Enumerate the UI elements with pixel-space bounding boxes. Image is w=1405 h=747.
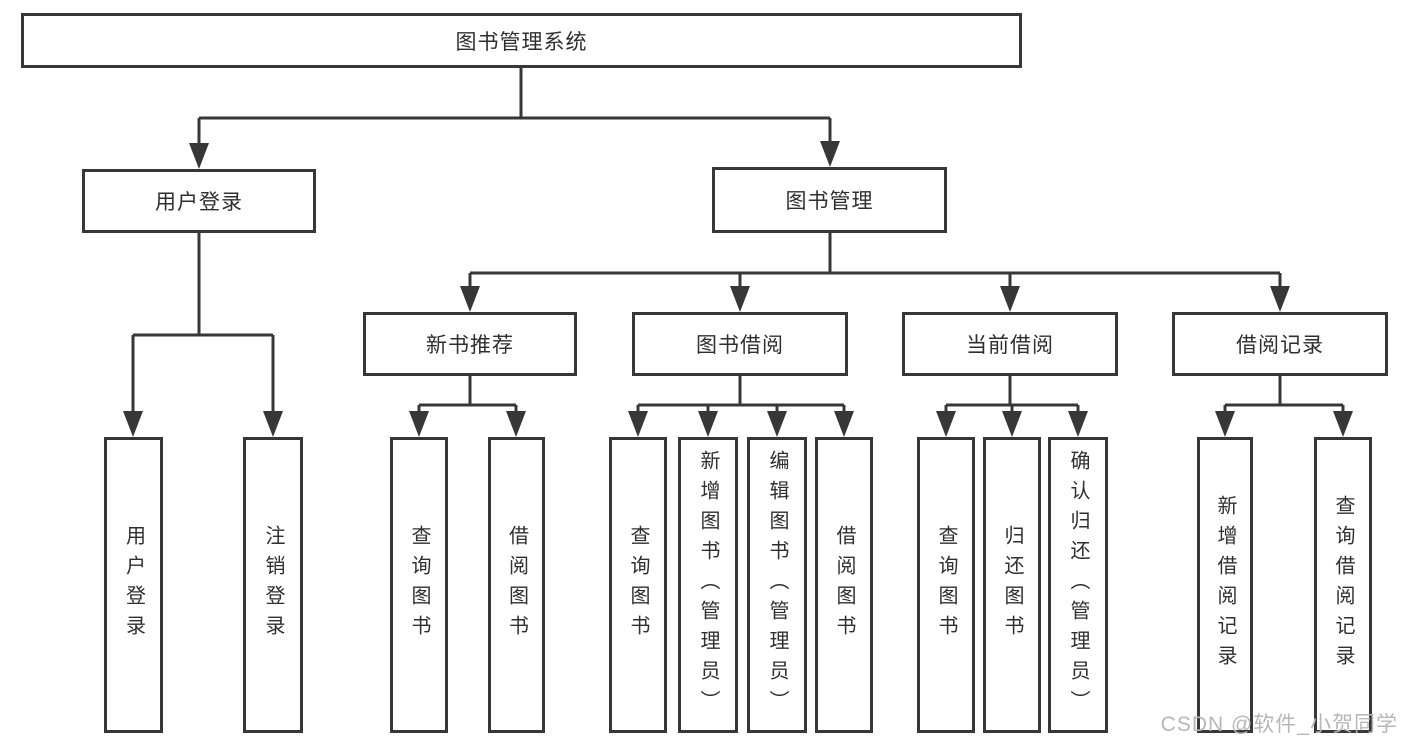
leaf-query-books-rec: 查询图书 <box>390 437 448 733</box>
arrow-down-icon <box>820 141 840 167</box>
node-label: 用户登录 <box>155 191 243 214</box>
leaf-borrow-books-rec: 借阅图书 <box>488 437 545 733</box>
leaf-label: 新增图书（管理员） <box>697 450 719 720</box>
leaf-add-borrow-record: 新增借阅记录 <box>1197 437 1253 733</box>
node-borrowing-records: 借阅记录 <box>1172 312 1388 376</box>
leaf-label: 新增借阅记录 <box>1214 495 1236 675</box>
connector-root-to-level2 <box>189 68 840 169</box>
leaf-label: 借阅图书 <box>833 525 855 645</box>
leaf-label: 借阅图书 <box>505 525 528 645</box>
arrow-down-icon <box>1215 411 1235 437</box>
node-label: 当前借阅 <box>966 334 1054 357</box>
arrow-down-icon <box>1000 286 1020 312</box>
arrow-down-icon <box>263 411 283 437</box>
connector-book-borrowing-to-leaves <box>628 376 854 437</box>
node-label: 图书借阅 <box>696 334 784 357</box>
arrow-down-icon <box>698 411 718 437</box>
arrow-down-icon <box>1270 286 1290 312</box>
leaf-label: 归还图书 <box>1001 525 1023 645</box>
connector-book-management-to-modules <box>460 233 1290 312</box>
leaf-borrow-books: 借阅图书 <box>815 437 873 733</box>
leaf-confirm-return-admin: 确认归还（管理员） <box>1048 437 1108 733</box>
arrow-down-icon <box>730 286 750 312</box>
leaf-edit-books-admin: 编辑图书（管理员） <box>747 437 807 733</box>
leaf-label: 注销登录 <box>262 525 284 645</box>
arrow-down-icon <box>123 411 143 437</box>
leaf-user-login: 用户登录 <box>104 437 163 733</box>
arrow-down-icon <box>767 411 787 437</box>
connector-borrowing-records-to-leaves <box>1215 376 1353 437</box>
arrow-down-icon <box>1333 411 1353 437</box>
leaf-query-books-borrow: 查询图书 <box>609 437 667 733</box>
arrow-down-icon <box>1002 411 1022 437</box>
arrow-down-icon <box>834 411 854 437</box>
node-current-borrowing: 当前借阅 <box>902 312 1118 376</box>
arrow-down-icon <box>460 286 480 312</box>
leaf-label: 确认归还（管理员） <box>1067 450 1089 720</box>
connector-user-login-to-leaves <box>123 233 283 437</box>
leaf-return-books: 归还图书 <box>983 437 1041 733</box>
arrow-down-icon <box>189 143 209 169</box>
node-user-login-branch: 用户登录 <box>82 169 316 233</box>
leaf-query-borrow-record: 查询借阅记录 <box>1314 437 1372 733</box>
node-library-management-system: 图书管理系统 <box>21 13 1022 68</box>
leaf-label: 查询图书 <box>935 525 957 645</box>
connector-current-borrowing-to-leaves <box>936 376 1088 437</box>
connector-new-book-rec-to-leaves <box>409 376 526 437</box>
arrow-down-icon <box>409 411 429 437</box>
leaf-label: 编辑图书（管理员） <box>766 450 788 720</box>
arrow-down-icon <box>506 411 526 437</box>
node-new-book-recommendation: 新书推荐 <box>363 312 577 376</box>
node-label: 图书管理系统 <box>455 30 588 54</box>
leaf-label: 查询借阅记录 <box>1332 495 1354 675</box>
arrow-down-icon <box>1068 411 1088 437</box>
arrow-down-icon <box>628 411 648 437</box>
leaf-label: 查询图书 <box>408 525 430 645</box>
node-book-borrowing: 图书借阅 <box>632 312 848 376</box>
node-label: 借阅记录 <box>1236 334 1324 357</box>
node-book-management-branch: 图书管理 <box>712 167 947 233</box>
node-label: 图书管理 <box>785 190 874 213</box>
leaf-add-books-admin: 新增图书（管理员） <box>678 437 738 733</box>
csdn-watermark: CSDN @软件_小贺同学 <box>1160 713 1398 736</box>
leaf-label: 用户登录 <box>122 525 145 645</box>
leaf-label: 查询图书 <box>627 525 649 645</box>
arrow-down-icon <box>936 411 956 437</box>
node-label: 新书推荐 <box>426 334 514 357</box>
leaf-logout: 注销登录 <box>243 437 303 733</box>
leaf-query-books-current: 查询图书 <box>917 437 975 733</box>
